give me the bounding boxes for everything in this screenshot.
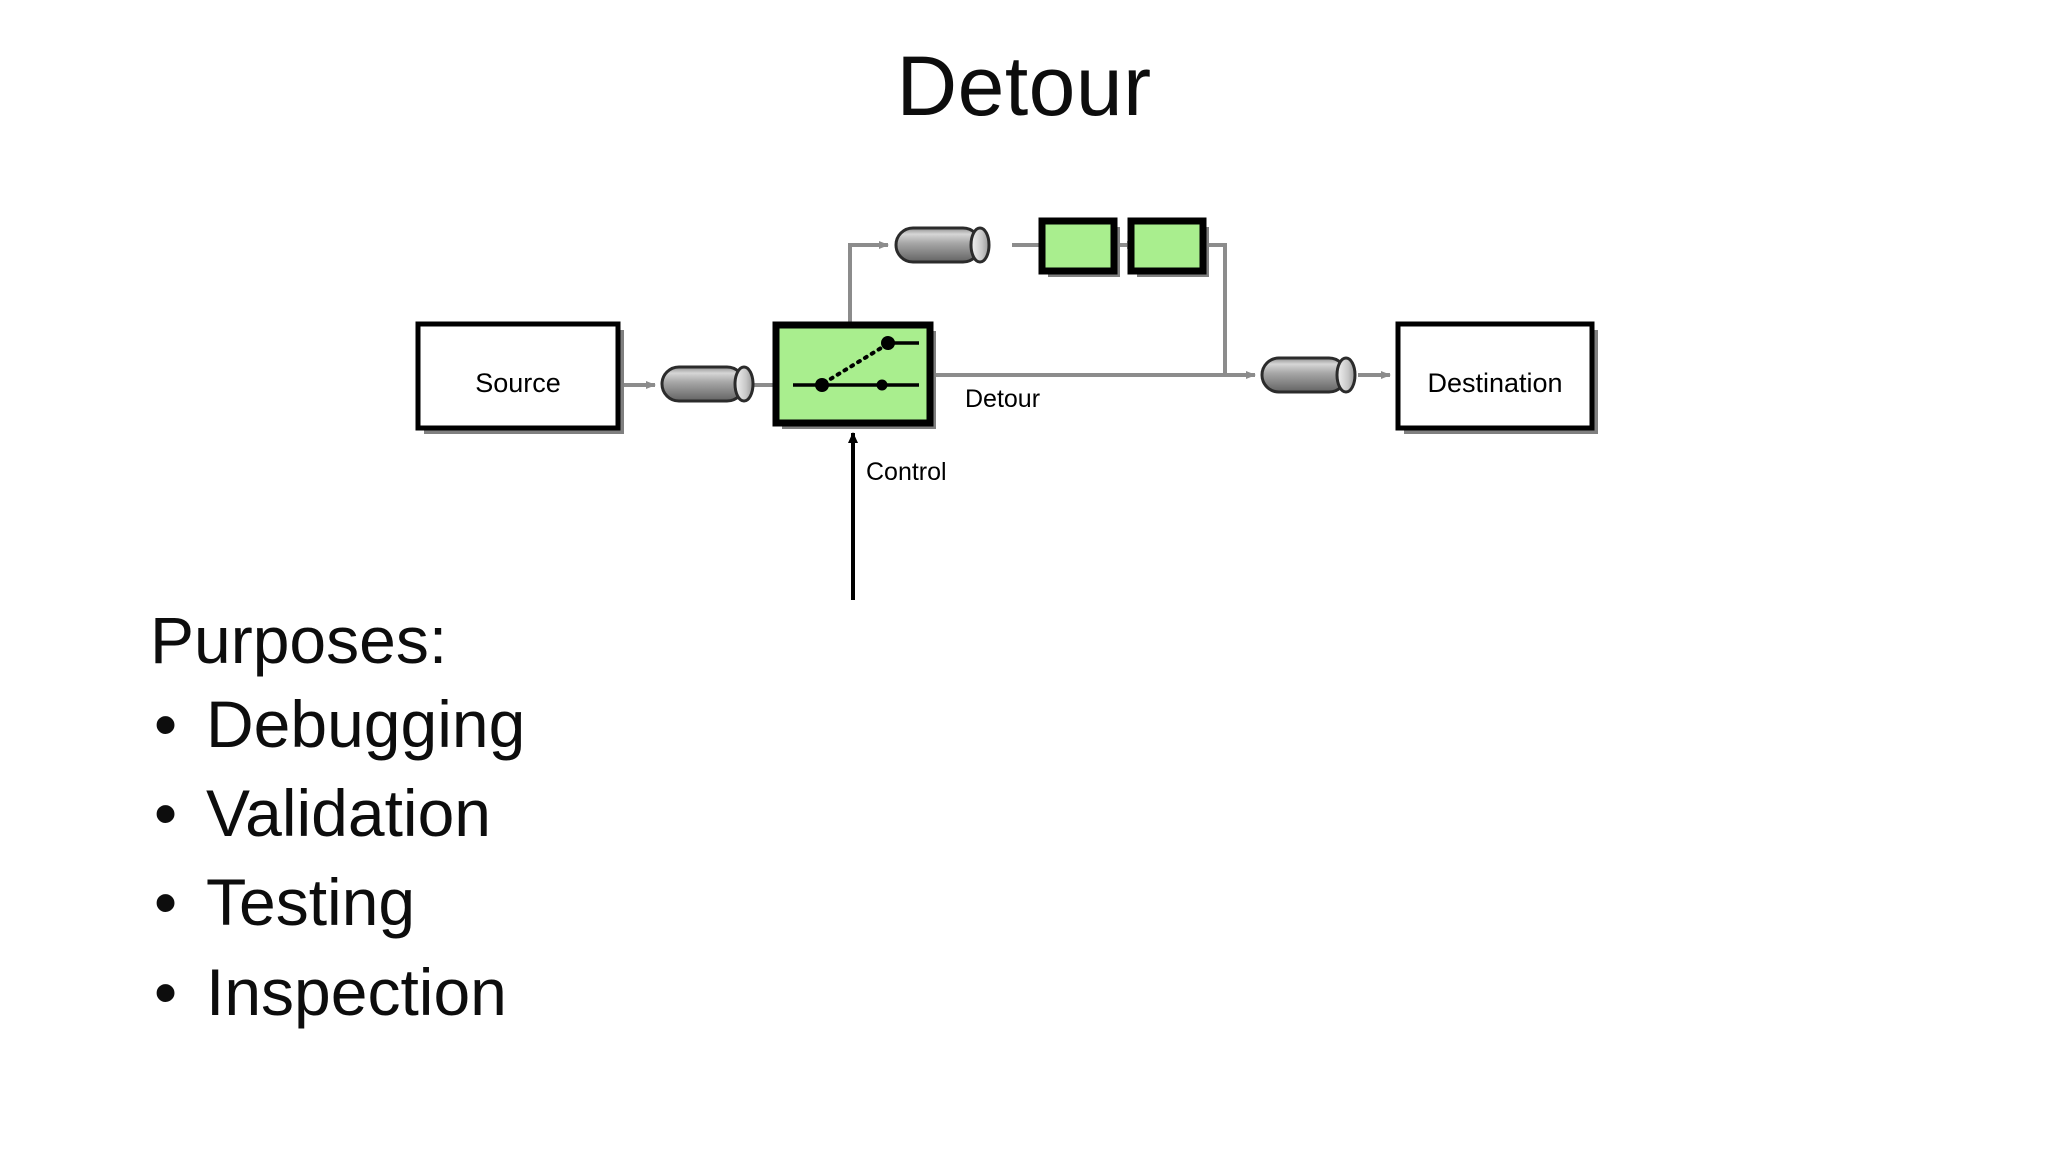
- block-switch[interactable]: [772, 321, 936, 429]
- detour2-body: [1127, 217, 1207, 275]
- pipe-source-switch: [660, 365, 755, 403]
- page-title: Detour: [896, 39, 1152, 133]
- switch-pivot-dot: [815, 378, 829, 392]
- pipe-cap: [969, 226, 991, 264]
- block-detour-2[interactable]: [1127, 217, 1209, 277]
- pipe-body: [1260, 356, 1348, 394]
- block-detour-1[interactable]: [1038, 217, 1120, 277]
- purposes-section: Purposes: • Debugging • Validation • Tes…: [150, 603, 1350, 1037]
- pipe-detour-top: [894, 226, 991, 264]
- line-switch-to-detour: [848, 241, 889, 330]
- switch-body: [772, 321, 934, 427]
- pipe-body: [894, 226, 982, 264]
- line-block2-to-mainline: [1209, 243, 1227, 375]
- source-label: Source: [475, 368, 561, 398]
- purposes-heading: Purposes:: [150, 603, 448, 677]
- diagram-canvas: Source: [415, 217, 1598, 600]
- list-item-inspection: • Inspection: [150, 948, 1350, 1037]
- pipe-body: [660, 365, 746, 403]
- list-item-testing: • Testing: [150, 858, 1350, 947]
- block-destination[interactable]: Destination: [1395, 321, 1598, 434]
- detour1-body: [1038, 217, 1118, 275]
- source-body: [415, 321, 621, 431]
- switch-contact-dot-upper: [881, 336, 895, 350]
- destination-label: Destination: [1427, 368, 1562, 398]
- block-source[interactable]: Source: [415, 321, 624, 434]
- destination-body: [1395, 321, 1595, 431]
- edge-label-control: Control: [866, 458, 947, 486]
- switch-contact-dot-lower: [876, 379, 888, 391]
- list-item-validation: • Validation: [150, 769, 1350, 858]
- list-item-debugging: • Debugging: [150, 680, 1350, 769]
- bullet-icon: •: [154, 687, 178, 762]
- list-item-label: Validation: [206, 776, 491, 851]
- pipe-cap: [1335, 356, 1357, 394]
- list-item-label: Debugging: [206, 687, 526, 762]
- detour-block-diagram: Source: [0, 180, 2048, 600]
- bullet-icon: •: [154, 954, 178, 1029]
- list-item-label: Testing: [206, 865, 416, 940]
- pipe-cap: [733, 365, 755, 403]
- pipe-destination-input: [1260, 356, 1357, 394]
- purposes-list: • Debugging • Validation • Testing • Ins…: [150, 680, 1350, 1036]
- bullet-icon: •: [154, 776, 178, 851]
- bullet-icon: •: [154, 865, 178, 940]
- edge-label-detour: Detour: [965, 385, 1040, 413]
- list-item-label: Inspection: [206, 954, 507, 1029]
